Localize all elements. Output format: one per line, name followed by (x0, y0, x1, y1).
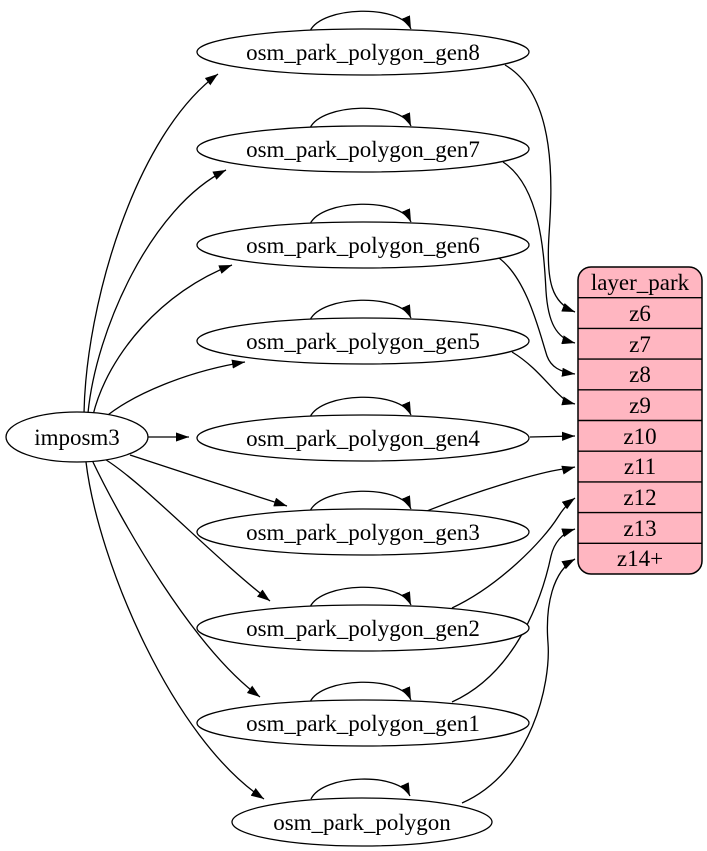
self-loop-gen6 (309, 203, 412, 225)
edge-gen5-to-z9 (511, 351, 576, 406)
edge-imposm3-to-gen7 (87, 169, 227, 414)
edge-gen1-to-z13 (451, 528, 576, 703)
edge-imposm3-to-gen2 (102, 457, 271, 602)
edge-imposm3-to-gen5 (102, 359, 246, 420)
node-osm-park-polygon-gen3: osm_park_polygon_gen3 (196, 508, 530, 556)
edges-to-layer-park (426, 64, 576, 804)
node-osm-park-polygon-gen4: osm_park_polygon_gen4 (196, 414, 530, 462)
edge-imposm3-to-gen3 (129, 454, 288, 507)
edges-from-imposm3 (83, 73, 288, 800)
zoom-row-label-z13: z13 (623, 516, 656, 541)
edge-gen7-to-z7 (502, 161, 576, 345)
self-loop-gen1 (309, 681, 412, 703)
zoom-row-label-z12: z12 (623, 485, 656, 510)
self-loop-edges (309, 10, 412, 800)
self-loop-gen5 (309, 299, 412, 321)
zoom-row-label-z11: z11 (624, 454, 656, 479)
node-imposm3: imposm3 (5, 411, 149, 463)
zoom-row-label-z14plus: z14+ (617, 546, 663, 571)
gen5-label: osm_park_polygon_gen5 (246, 329, 480, 354)
node-osm-park-polygon-gen2: osm_park_polygon_gen2 (196, 604, 530, 652)
edge-imposm3-to-gen8 (83, 73, 219, 414)
edge-gen3-to-z11 (426, 465, 576, 512)
gen3-ellipse (196, 508, 530, 556)
gen4-ellipse (196, 414, 530, 462)
gen3-label: osm_park_polygon_gen3 (246, 520, 480, 545)
gen5-ellipse (196, 317, 530, 365)
edge-imposm3-to-polygon (85, 461, 265, 800)
zoom-row-label-z9: z9 (629, 393, 651, 418)
self-loop-gen3 (309, 490, 412, 512)
polygon-ellipse (231, 797, 493, 847)
zoom-row-label-z8: z8 (629, 362, 651, 387)
edge-gen8-to-z6 (504, 64, 576, 313)
node-osm-park-polygon-gen7: osm_park_polygon_gen7 (196, 125, 530, 173)
zoom-row-label-z10: z10 (623, 424, 656, 449)
gen6-ellipse (196, 221, 530, 269)
edge-imposm3-to-gen1 (91, 459, 261, 698)
polygon-label: osm_park_polygon (273, 810, 451, 835)
gen2-label: osm_park_polygon_gen2 (246, 616, 480, 641)
self-loop-gen8 (309, 10, 412, 32)
node-osm-park-polygon-gen1: osm_park_polygon_gen1 (196, 699, 530, 747)
node-osm-park-polygon-gen6: osm_park_polygon_gen6 (196, 221, 530, 269)
self-loop-polygon (310, 778, 411, 800)
self-loop-gen4 (309, 396, 412, 418)
node-osm-park-polygon-gen8: osm_park_polygon_gen8 (196, 28, 530, 76)
zoom-row-label-z6: z6 (629, 301, 651, 326)
gen7-label: osm_park_polygon_gen7 (246, 137, 480, 162)
gen6-label: osm_park_polygon_gen6 (246, 233, 480, 258)
edge-imposm3-to-gen6 (92, 264, 233, 416)
imposm3-ellipse (5, 411, 149, 463)
edge-gen2-to-z12 (451, 497, 576, 609)
gen2-ellipse (196, 604, 530, 652)
gen8-ellipse (196, 28, 530, 76)
self-loop-gen7 (309, 107, 412, 129)
edge-gen4-to-z10 (529, 431, 576, 441)
gen7-ellipse (196, 125, 530, 173)
layer-park-table: layer_park z6 z7 z8 z9 z10 z11 z12 z13 z… (577, 266, 703, 575)
edge-polygon-to-z14plus (461, 558, 576, 804)
gen1-ellipse (196, 699, 530, 747)
imposm3-label: imposm3 (34, 425, 120, 450)
edge-gen6-to-z8 (498, 257, 576, 377)
gen4-label: osm_park_polygon_gen4 (246, 426, 480, 451)
zoom-row-label-z7: z7 (629, 332, 651, 357)
gen8-label: osm_park_polygon_gen8 (246, 40, 480, 65)
gen1-label: osm_park_polygon_gen1 (246, 711, 480, 736)
layer-park-title: layer_park (591, 270, 690, 295)
node-osm-park-polygon-gen5: osm_park_polygon_gen5 (196, 317, 530, 365)
node-osm-park-polygon: osm_park_polygon (231, 797, 493, 847)
self-loop-gen2 (309, 586, 412, 608)
